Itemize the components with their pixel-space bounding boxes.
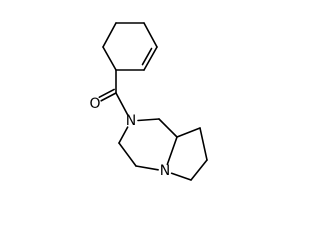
atom-label-layer: O N N: [89, 96, 170, 179]
oxygen-atom: O: [89, 96, 100, 112]
bond-n1-d1-single: [118, 126, 129, 144]
bond-r5-r6-double-b: [141, 47, 153, 66]
amide-nitrogen-atom: N: [126, 113, 136, 129]
bond-layer: [98, 22, 208, 181]
bond-cc-o-double-b: [98, 88, 115, 99]
bond-p1-p2-single: [190, 159, 208, 181]
bond-n1-a1-single: [137, 118, 160, 122]
molecule-drawing: O N N: [89, 22, 208, 181]
bond-p3-a2-single: [176, 127, 201, 138]
bond-d1-d2-single: [118, 142, 137, 167]
bond-p2-p3-single: [199, 127, 208, 161]
structure-canvas: O N N: [89, 22, 208, 181]
bond-r5-r6-double-a: [143, 46, 158, 71]
bond-n2-p1-single: [170, 172, 192, 181]
bond-cc-n1-single: [115, 92, 129, 116]
bond-cc-o-double-a: [100, 92, 117, 102]
bond-a1-a2-single: [158, 118, 178, 138]
bond-r4-r5-single: [143, 22, 158, 48]
bond-a2-n2-single: [166, 136, 178, 166]
bond-d2-n2-single: [135, 165, 159, 171]
bond-r1-r2-single: [102, 46, 117, 71]
bond-r2-r3-single: [102, 22, 117, 48]
ring-nitrogen-atom: N: [160, 163, 170, 179]
